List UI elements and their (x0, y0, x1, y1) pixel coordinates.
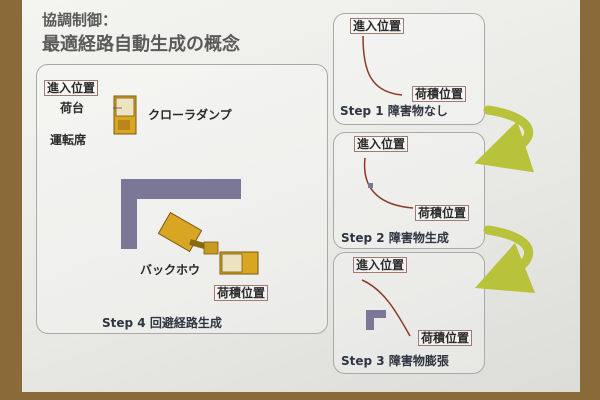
backhoe-label: バックホウ (140, 263, 201, 277)
step1-entry-label: 進入位置 (350, 18, 405, 34)
step1-path (362, 35, 403, 96)
step2-loading-label: 荷積位置 (415, 205, 470, 221)
step2-caption: Step 2 障害物生成 (341, 231, 449, 245)
loading-position-label: 荷積位置 (214, 285, 269, 301)
bed-label: 荷台 (60, 101, 85, 115)
step1-to-step2-arrow (474, 105, 535, 173)
step2-entry-label: 進入位置 (354, 136, 409, 152)
entry-position-label: 進入位置 (44, 80, 99, 96)
step1-loading-label: 荷積位置 (412, 86, 467, 102)
crawler-dumper-label: クローラダンプ (148, 108, 232, 122)
cab-label: 運転席 (50, 133, 87, 147)
crawler-dumper-icon (113, 95, 137, 135)
step2-obstacle (368, 183, 373, 188)
obstacle-l-shape (121, 179, 241, 249)
step3-path (361, 279, 411, 337)
step3-obstacle (366, 310, 386, 330)
slide (22, 0, 580, 392)
step1-caption: Step 1 障害物なし (340, 104, 448, 118)
step2-path (363, 157, 414, 209)
step1-panel (333, 13, 485, 125)
step3-entry-label: 進入位置 (353, 257, 408, 273)
dumper-at-loading-icon (219, 251, 259, 275)
step4-caption: Step 4 回避経路生成 (102, 316, 222, 330)
step3-caption: Step 3 障害物膨張 (341, 354, 449, 368)
step2-to-step3-arrow (474, 225, 536, 294)
backhoe-icon (157, 211, 219, 255)
slide-title-line1: 協調制御： (42, 11, 118, 29)
step3-loading-label: 荷積位置 (418, 330, 473, 346)
slide-title-line2: 最適経路自動生成の概念 (42, 34, 240, 55)
